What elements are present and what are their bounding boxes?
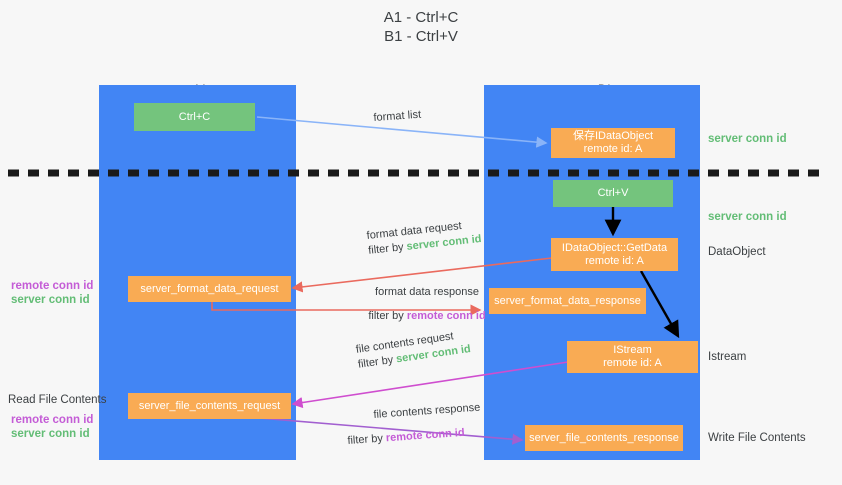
node-server-format-data-response-label: server_format_data_response <box>494 294 641 307</box>
edge-label-format-data-response: format data response filter by remote co… <box>337 285 517 324</box>
page-title: A1 - Ctrl+C B1 - Ctrl+V <box>383 9 459 45</box>
right-label-server-conn-id-top: server conn id <box>708 133 787 145</box>
node-ctrl-c-label: Ctrl+C <box>178 110 211 123</box>
node-ctrl-c[interactable]: Ctrl+C <box>134 103 255 131</box>
node-idataobject-getdata-line2: remote id: A <box>585 254 644 267</box>
right-label-server-conn-id-second: server conn id <box>708 211 787 223</box>
node-istream-line1: IStream <box>613 344 652 356</box>
edge-label-file-contents-response-filter: filter by remote conn id <box>347 426 465 449</box>
node-server-format-data-request[interactable]: server_format_data_request <box>128 276 291 302</box>
edge-label-file-contents-response-prefix: filter by <box>347 432 387 447</box>
edge-label-format-data-response-line1: format data response <box>375 286 479 298</box>
right-label-istream: Istream <box>708 351 747 363</box>
edge-label-file-contents-request: file contents request filter by server c… <box>355 327 472 373</box>
edge-label-file-contents-request-prefix: filter by <box>357 353 398 371</box>
right-label-dataobject: DataObject <box>708 246 766 258</box>
edge-label-file-contents-response-highlight: remote conn id <box>385 426 465 445</box>
node-save-idataobject-line1: 保存IDataObject <box>572 130 654 142</box>
left-label-server-conn-id-mid: server conn id <box>11 294 90 306</box>
left-label-remote-conn-id-mid: remote conn id <box>11 280 94 292</box>
left-label-read-file-contents: Read File Contents <box>8 394 107 406</box>
right-label-write-file-contents: Write File Contents <box>708 432 806 444</box>
node-save-idataobject[interactable]: 保存IDataObject remote id: A <box>551 128 675 158</box>
edge-label-format-data-request: format data request filter by server con… <box>366 217 482 259</box>
node-istream-line2: remote id: A <box>603 357 662 369</box>
node-istream[interactable]: IStream remote id: A <box>567 341 698 373</box>
node-save-idataobject-line2: remote id: A <box>583 143 643 155</box>
node-ctrl-v-label: Ctrl+V <box>597 187 629 199</box>
left-label-remote-conn-id-bottom: remote conn id <box>11 414 94 426</box>
node-server-file-contents-request[interactable]: server_file_contents_request <box>128 393 291 419</box>
edge-label-format-data-request-prefix: filter by <box>367 240 408 257</box>
edge-label-format-data-response-highlight: remote conn id <box>406 310 486 322</box>
node-ctrl-v[interactable]: Ctrl+V <box>553 180 673 207</box>
node-server-format-data-request-label: server_format_data_request <box>140 282 279 295</box>
edge-label-format-list-line1: format list <box>373 108 422 124</box>
edge-label-format-data-response-line2: filter by remote conn id <box>337 309 517 324</box>
edge-label-format-list: format list <box>373 108 422 126</box>
edge-label-file-contents-response: file contents response <box>373 401 481 423</box>
left-label-server-conn-id-bottom: server conn id <box>11 428 90 440</box>
node-idataobject-getdata[interactable]: IDataObject::GetData remote id: A <box>551 238 678 271</box>
node-idataobject-getdata-line1: IDataObject::GetData <box>561 241 668 254</box>
node-server-format-data-response[interactable]: server_format_data_response <box>489 288 646 314</box>
node-server-file-contents-response-label: server_file_contents_response <box>529 431 679 444</box>
node-server-file-contents-response[interactable]: server_file_contents_response <box>525 425 683 451</box>
edge-label-file-contents-response-line1: file contents response <box>373 401 481 421</box>
edge-label-format-data-response-prefix: filter by <box>368 310 407 322</box>
edge-label-file-contents-response-line2: filter by remote conn id <box>347 426 465 449</box>
node-server-file-contents-request-label: server_file_contents_request <box>138 399 281 412</box>
